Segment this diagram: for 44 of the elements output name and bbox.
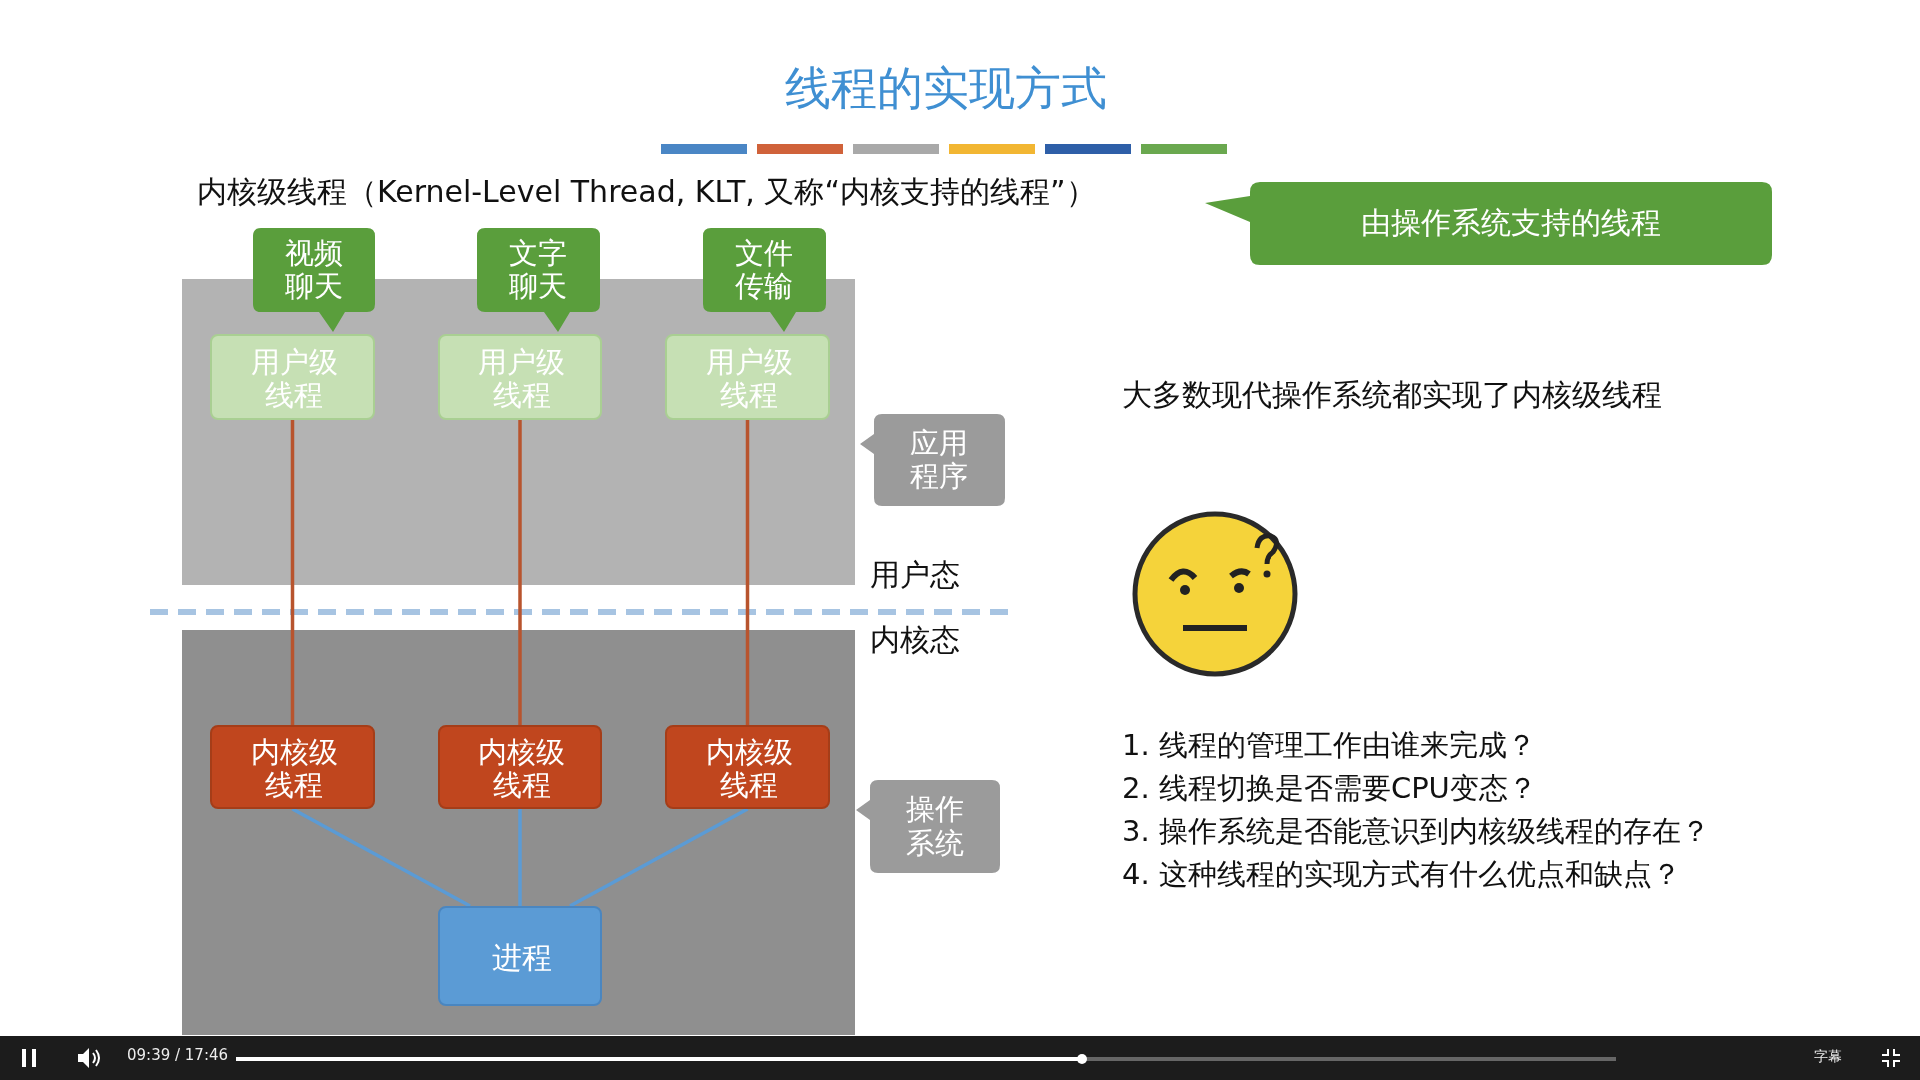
node-label: 应用程序 <box>909 424 970 495</box>
description-text: 大多数现代操作系统都实现了内核级线程 <box>1122 376 1662 414</box>
kernel-thread-box <box>210 725 375 809</box>
node-label: 用户级线程 <box>250 343 339 414</box>
node-label: 由操作系统支持的线程 <box>1360 204 1662 243</box>
node-label: 内核级线程 <box>250 733 339 804</box>
kernel-thread-box <box>438 725 602 809</box>
callout-bubble <box>1205 182 1772 265</box>
node-label: 文字聊天 <box>508 234 569 305</box>
speech-bubble <box>253 228 375 332</box>
speech-bubble <box>860 414 1005 506</box>
subtitle-toggle: 字幕 <box>1814 1048 1842 1066</box>
user-thread-box <box>210 334 375 420</box>
node-label: 视频聊天 <box>284 234 344 305</box>
connector-line <box>518 420 522 725</box>
node-label: 内核级线程 <box>705 733 794 804</box>
question-text: 3. 操作系统是否能意识到内核级线程的存在？ <box>1122 813 1710 850</box>
user-thread-box <box>438 334 602 420</box>
title: 线程的实现方式 <box>784 60 1108 117</box>
question-text: 4. 这种线程的实现方式有什么优点和缺点？ <box>1122 856 1681 893</box>
speech-bubble <box>856 780 1000 873</box>
node-label: 内核级线程 <box>477 733 567 804</box>
user-thread-box <box>665 334 830 420</box>
panel-background <box>182 630 855 1035</box>
user-mode-label: 用户态 <box>870 556 960 594</box>
node-label: 文件传输 <box>734 234 795 305</box>
process-box <box>438 906 602 1006</box>
node-label: 用户级线程 <box>705 343 794 414</box>
kernel-thread-box <box>665 725 830 809</box>
connector-line <box>569 807 749 908</box>
heading: 内核级线程（Kernel-Level Thread, KLT, 又称“内核支持的线程”） <box>197 173 1096 211</box>
speech-bubble <box>703 228 826 332</box>
connector-line <box>518 809 522 906</box>
speech-bubble <box>477 228 600 332</box>
node-label: 操作系统 <box>905 791 965 862</box>
kernel-mode-label: 内核态 <box>870 621 960 659</box>
time-display: 09:39 / 17:46 <box>127 1046 229 1064</box>
node-label: 用户级线程 <box>477 343 567 414</box>
question-text: 2. 线程切换是否需要CPU变态？ <box>1122 770 1537 807</box>
question-text: 1. 线程的管理工作由谁来完成？ <box>1122 727 1536 764</box>
connector-line <box>745 420 750 725</box>
connector-line <box>291 807 471 908</box>
node-label: 进程 <box>491 938 553 977</box>
connector-line <box>290 420 295 725</box>
